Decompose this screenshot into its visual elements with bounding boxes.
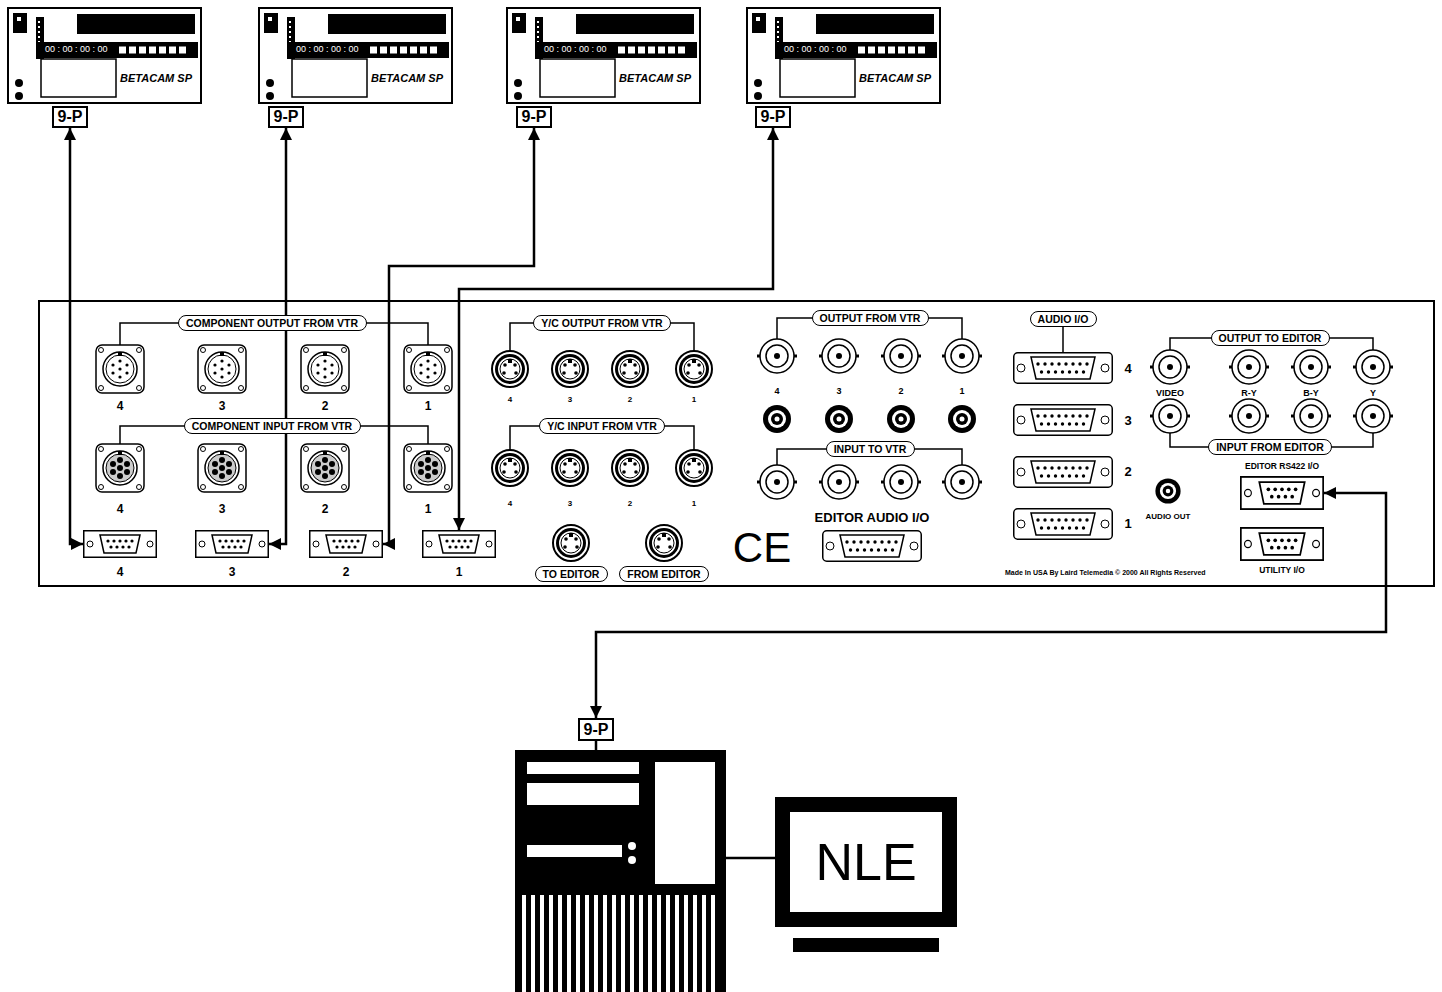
- section-label: INPUT FROM EDITOR: [1208, 439, 1332, 455]
- panel-label: 2: [898, 386, 903, 396]
- panel-label: AUDIO OUT: [1146, 512, 1191, 521]
- section-label: FROM EDITOR: [619, 566, 709, 582]
- section-label: OUTPUT FROM VTR: [812, 310, 929, 326]
- section-label: AUDIO I/O: [1030, 311, 1097, 327]
- panel-label: VIDEO: [1156, 388, 1184, 398]
- panel-label: 4: [508, 499, 512, 508]
- panel-label: 4: [508, 395, 512, 404]
- panel-label: 3: [219, 502, 226, 516]
- monitor: NLE: [775, 797, 957, 927]
- panel-label: B-Y: [1303, 388, 1319, 398]
- panel-label: R-Y: [1241, 388, 1257, 398]
- section-label: Y/C OUTPUT FROM VTR: [533, 315, 671, 331]
- panel-label: 4: [117, 399, 124, 413]
- node-text: 00 : 00 : 00 : 00: [296, 44, 359, 55]
- db9-port: EDITOR RS422 I/O: [1240, 476, 1324, 510]
- db9-port: 4: [83, 530, 157, 558]
- node-text: Made In USA By Laird Telemedia © 2000 Al…: [1005, 568, 1206, 577]
- section-label: COMPONENT INPUT FROM VTR: [184, 418, 361, 434]
- port-tag: 9-P: [516, 106, 552, 128]
- vtr-deck: 00 : 00 : 00 : 00 BETACAM SP: [746, 7, 941, 104]
- control-cable: [596, 493, 1386, 718]
- node-text: BETACAM SP: [120, 72, 192, 85]
- node-text: 00 : 00 : 00 : 00: [45, 44, 108, 55]
- node-text: OUTPUT FROM VTR: [820, 312, 921, 324]
- panel-label: 1: [959, 386, 964, 396]
- panel-label: 2: [322, 502, 329, 516]
- port-tag: 9-P: [52, 106, 88, 128]
- panel-label: 1: [692, 395, 696, 404]
- node-text: TO EDITOR: [543, 568, 600, 580]
- node-text: OUTPUT TO EDITOR: [1219, 332, 1322, 344]
- vtr-deck: 00 : 00 : 00 : 00 BETACAM SP: [506, 7, 701, 104]
- node-text: 00 : 00 : 00 : 00: [784, 44, 847, 55]
- panel-label: 2: [322, 399, 329, 413]
- db9-port: 1: [422, 530, 496, 558]
- node-text: COMPONENT INPUT FROM VTR: [192, 420, 352, 432]
- port-tag: 9-P: [755, 106, 791, 128]
- panel-label: 4: [117, 502, 124, 516]
- node-text: 9-P: [761, 108, 786, 126]
- node-text: 4: [117, 565, 124, 579]
- port-tag: 9-P: [578, 718, 614, 741]
- node-text: BETACAM SP: [619, 72, 691, 85]
- node-text: 9-P: [274, 108, 299, 126]
- node-text: NLE: [815, 832, 916, 892]
- vtr-deck: 00 : 00 : 00 : 00 BETACAM SP: [7, 7, 202, 104]
- node-text: BETACAM SP: [859, 72, 931, 85]
- panel-label: 2: [628, 395, 632, 404]
- node-text: 3: [229, 565, 236, 579]
- db9-port: 3: [195, 530, 269, 558]
- node-text: INPUT TO VTR: [834, 443, 907, 455]
- panel-label: CE: [733, 524, 791, 572]
- node-text: Y/C INPUT FROM VTR: [547, 420, 657, 432]
- panel-label: 3: [219, 399, 226, 413]
- node-text: EDITOR RS422 I/O: [1245, 461, 1319, 471]
- node-text: AUDIO I/O: [1038, 313, 1089, 325]
- node-text: UTILITY I/O: [1259, 565, 1305, 575]
- node-text: 9-P: [522, 108, 547, 126]
- control-cable: [459, 128, 773, 530]
- section-label: COMPONENT OUTPUT FROM VTR: [178, 315, 367, 331]
- node-text: 00 : 00 : 00 : 00: [544, 44, 607, 55]
- vtr-deck: 00 : 00 : 00 : 00 BETACAM SP: [258, 7, 453, 104]
- panel-label: 3: [836, 386, 841, 396]
- panel-label: 2: [1124, 464, 1131, 479]
- node-text: 9-P: [58, 108, 83, 126]
- panel-label: 1: [425, 399, 432, 413]
- node-text: Y/C OUTPUT FROM VTR: [541, 317, 662, 329]
- panel-label: 3: [1124, 413, 1131, 428]
- port-tag: 9-P: [268, 106, 304, 128]
- panel-label: Y: [1370, 388, 1376, 398]
- node-text: COMPONENT OUTPUT FROM VTR: [186, 317, 358, 329]
- node-text: 2: [343, 565, 350, 579]
- node-text: INPUT FROM EDITOR: [1216, 441, 1324, 453]
- panel-label: 1: [425, 502, 432, 516]
- node-text: FROM EDITOR: [627, 568, 700, 580]
- node-text: 1: [456, 565, 463, 579]
- node-text: 9-P: [584, 721, 609, 739]
- panel-label: 1: [692, 499, 696, 508]
- section-label: OUTPUT TO EDITOR: [1211, 330, 1330, 346]
- section-label: INPUT TO VTR: [826, 441, 915, 457]
- panel-label: 4: [1124, 361, 1131, 376]
- section-label: TO EDITOR: [535, 566, 608, 582]
- panel-label: 3: [568, 499, 572, 508]
- panel-label: 3: [568, 395, 572, 404]
- node-text: EDITOR AUDIO I/O: [815, 510, 930, 525]
- panel-label: 4: [774, 386, 779, 396]
- db9-port: UTILITY I/O: [1240, 527, 1324, 561]
- panel-label: 1: [1124, 516, 1131, 531]
- control-cable: [70, 128, 83, 544]
- node-text: BETACAM SP: [371, 72, 443, 85]
- db9-port: 2: [309, 530, 383, 558]
- panel-label: 2: [628, 499, 632, 508]
- db15-port: EDITOR AUDIO I/O: [822, 530, 922, 562]
- section-label: Y/C INPUT FROM VTR: [539, 418, 665, 434]
- control-cable: [269, 128, 286, 544]
